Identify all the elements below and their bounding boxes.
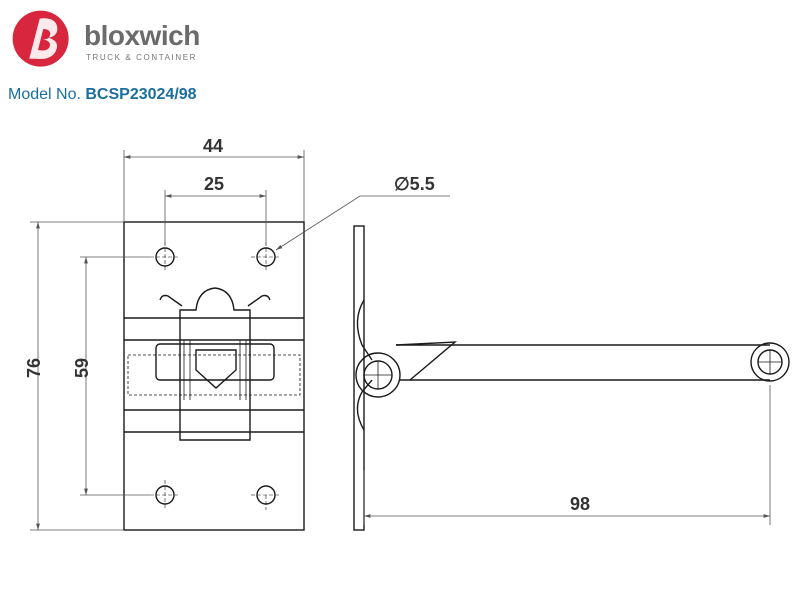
hinge-knuckle-outer xyxy=(355,352,401,398)
barrel-lock-shape xyxy=(195,349,237,389)
brand-name: bloxwich xyxy=(84,20,200,51)
bloxwich-logo xyxy=(12,10,69,67)
dim-hole-spacing-horizontal: 25 xyxy=(204,174,224,194)
side-curl-bottom xyxy=(356,379,373,431)
pin-barrel xyxy=(155,343,275,381)
model-number-line: Model No. BCSP23024/98 xyxy=(8,86,197,104)
dim-height-overall: 76 xyxy=(24,358,44,378)
model-label: Model No. xyxy=(8,86,81,103)
brand-tagline: TRUCK & CONTAINER xyxy=(86,53,198,62)
arm-end-outer xyxy=(750,342,790,382)
spring-hook-right xyxy=(247,294,271,307)
side-view xyxy=(353,225,790,531)
dim-arm-length: 98 xyxy=(570,494,590,514)
side-curl-top xyxy=(356,299,373,361)
mounting-holes xyxy=(155,247,276,505)
spring-hook-left xyxy=(159,294,183,307)
dim-width-overall: 44 xyxy=(203,136,223,156)
dim-hole-diameter: ∅5.5 xyxy=(394,174,435,194)
logo-b-inner xyxy=(38,29,51,51)
model-number: BCSP23024/98 xyxy=(85,86,197,103)
front-view xyxy=(123,221,305,531)
hole-centerlines xyxy=(150,242,281,510)
arm-hook xyxy=(395,341,458,381)
hinge-band xyxy=(124,317,304,433)
dimension-lines xyxy=(30,150,771,531)
base-plate xyxy=(123,221,305,531)
spring-coils xyxy=(183,340,247,400)
dim-hole-spacing-vertical: 59 xyxy=(72,358,92,378)
spring-bracket xyxy=(179,287,251,441)
